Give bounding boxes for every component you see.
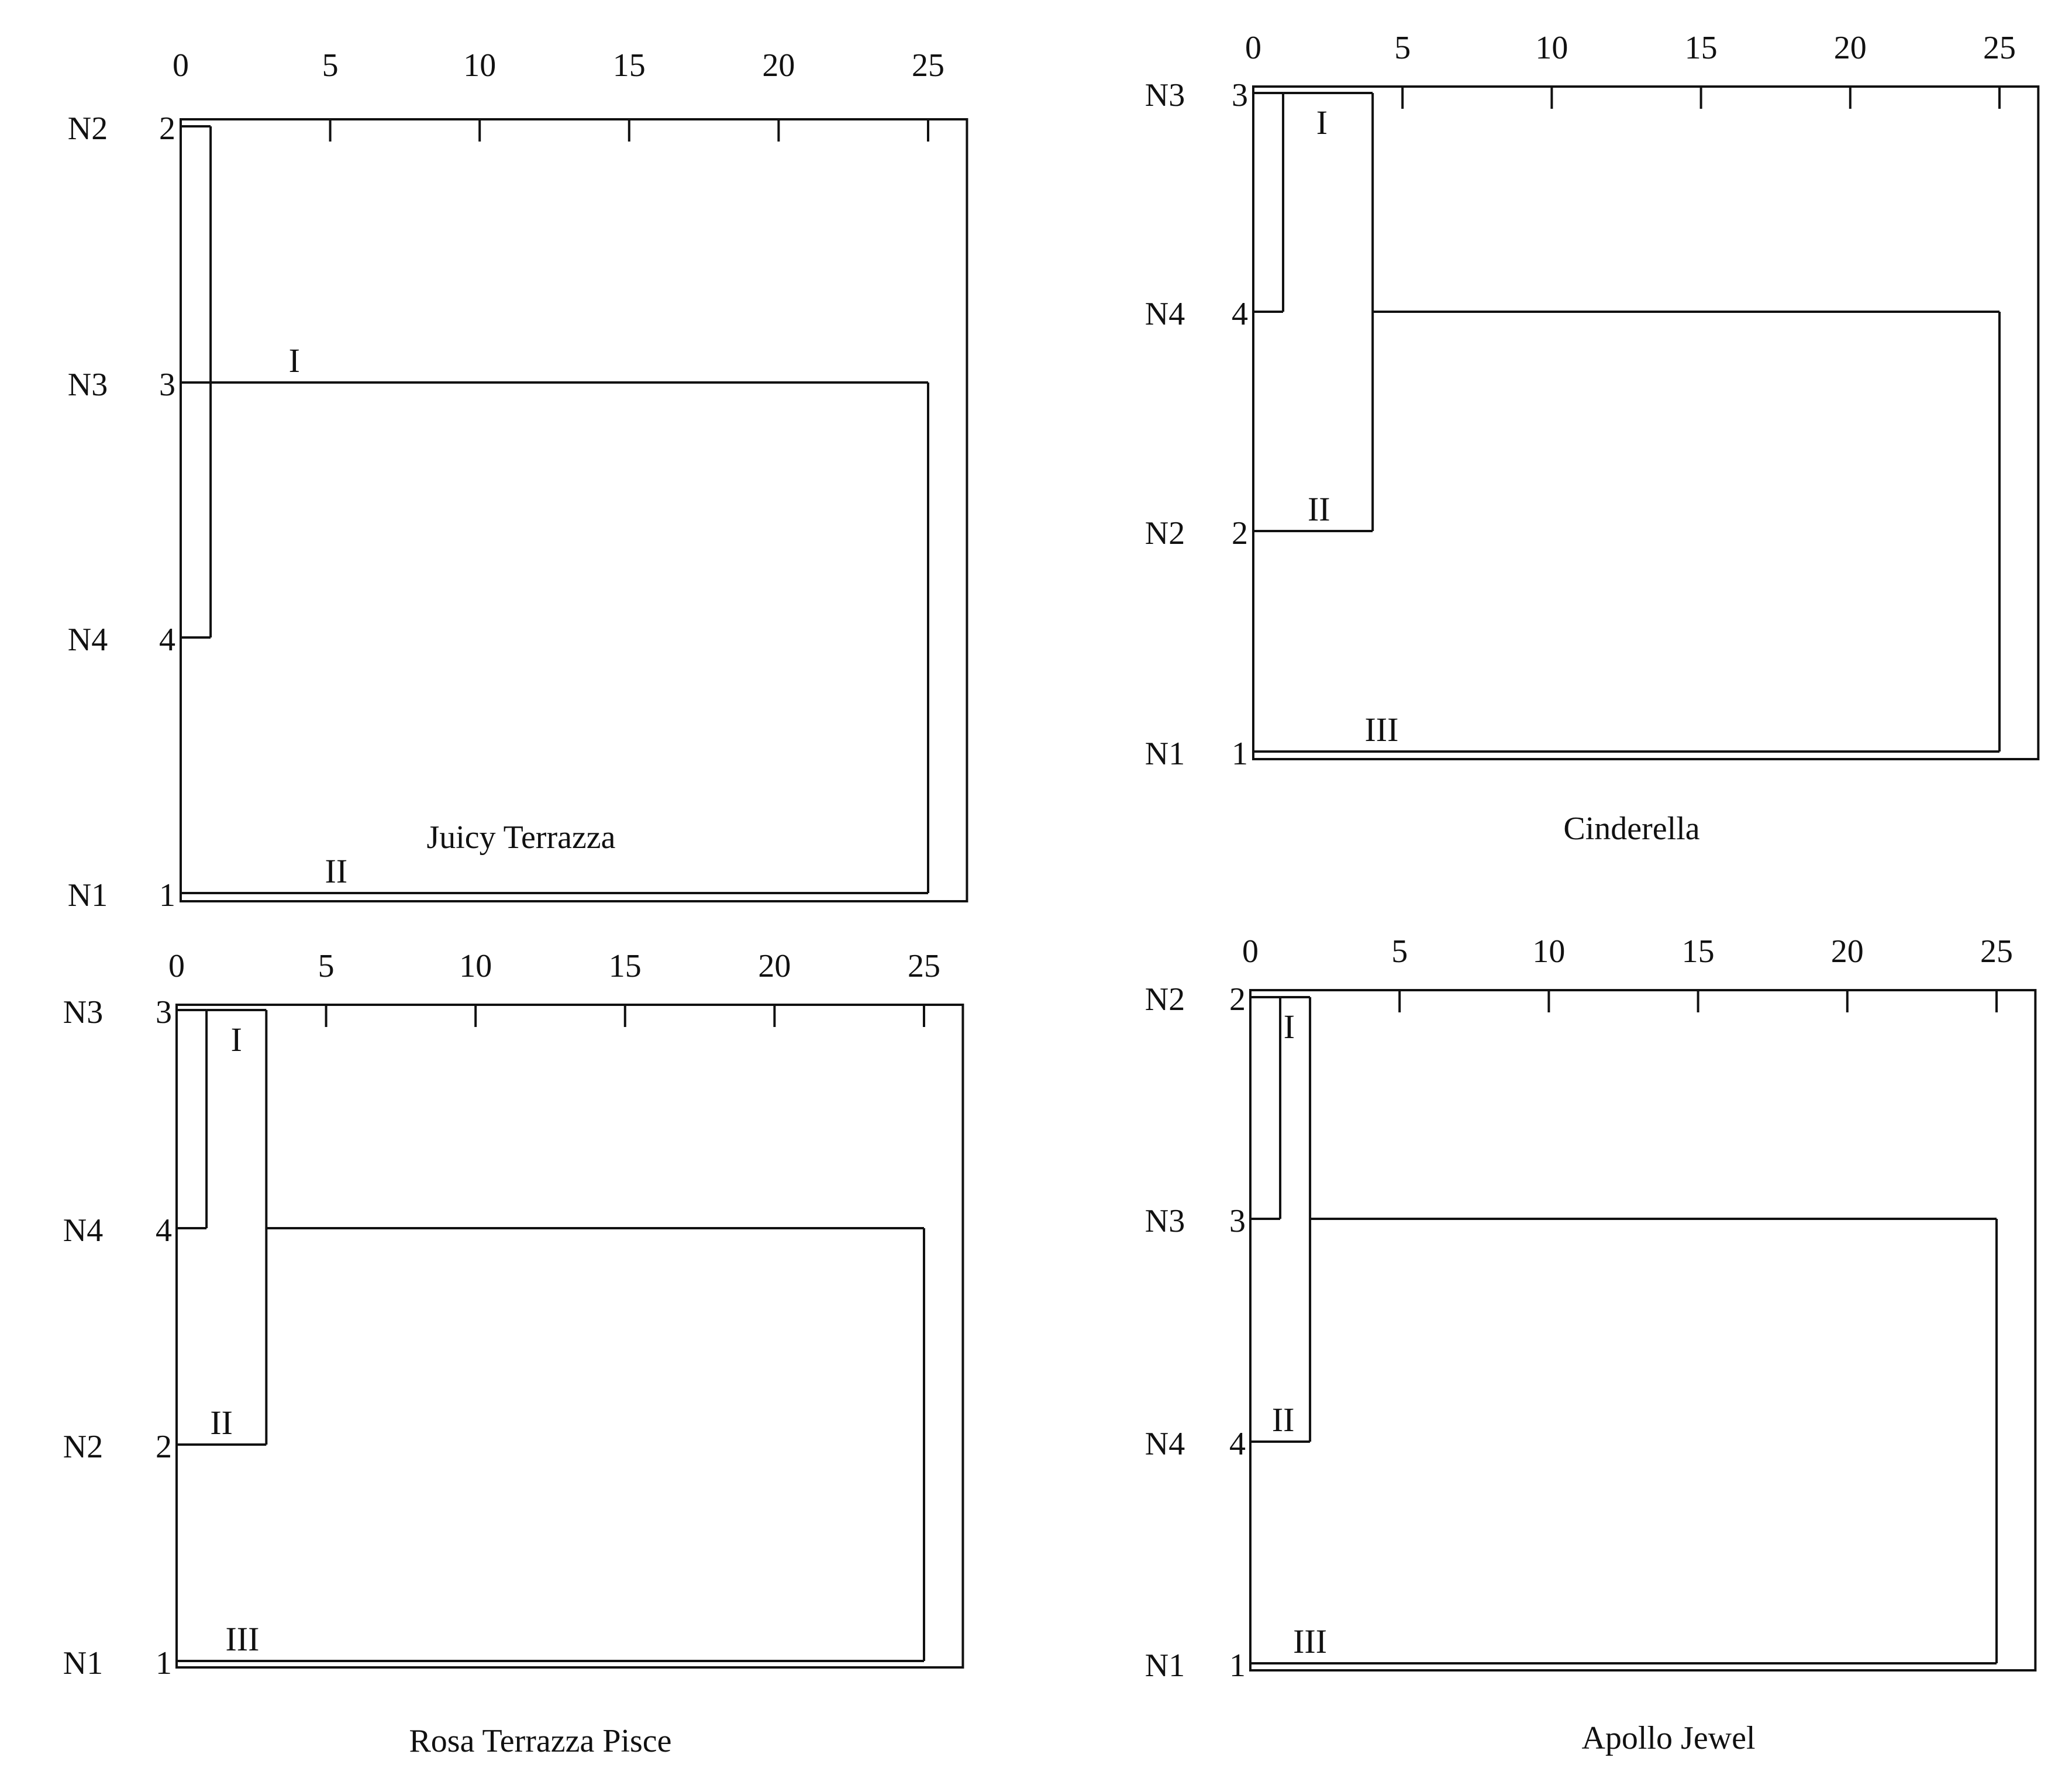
x-tick-label: 20 [762, 47, 795, 84]
leaf-number: 4 [159, 622, 175, 658]
leaf-name: N3 [63, 994, 103, 1031]
x-tick-label: 20 [1834, 30, 1867, 66]
leaf-name: N3 [1145, 1203, 1185, 1239]
x-tick-label: 25 [1983, 30, 2016, 66]
leaf-number: 1 [156, 1645, 172, 1681]
leaf-number: 2 [1229, 981, 1246, 1018]
leaf-number: 3 [159, 367, 175, 403]
panel-title: Apollo Jewel [1581, 1720, 1755, 1756]
x-tick-label: 5 [322, 47, 339, 84]
leaf-name: N1 [63, 1645, 103, 1681]
panel-title: Cinderella [1563, 811, 1699, 847]
leaf-number: 4 [1232, 296, 1248, 332]
plot-frame [1249, 989, 2037, 1671]
x-tick-label: 25 [912, 47, 944, 84]
x-tick-label: 25 [908, 948, 940, 984]
leaf-number: 2 [159, 111, 175, 147]
x-tick-label: 0 [1245, 30, 1261, 66]
cluster-label: III [1364, 711, 1398, 749]
leaf-number: 1 [1232, 736, 1248, 772]
panel-title: Juicy Terrazza [426, 819, 615, 856]
cluster-label: I [1316, 104, 1328, 142]
x-tick-label: 15 [609, 948, 642, 984]
leaf-number: 3 [156, 994, 172, 1031]
cluster-label: I [289, 342, 300, 380]
leaf-name: N2 [1145, 981, 1185, 1018]
x-tick-label: 15 [1682, 933, 1715, 970]
leaf-name: N1 [1145, 1648, 1185, 1684]
plot-frame [1252, 85, 2040, 760]
x-tick-label: 5 [1391, 933, 1408, 970]
leaf-number: 4 [156, 1212, 172, 1249]
x-tick-label: 0 [1242, 933, 1259, 970]
x-tick-label: 20 [758, 948, 791, 984]
plot-frame [175, 1004, 964, 1669]
leaf-name: N1 [1145, 736, 1185, 772]
x-tick-label: 15 [1685, 30, 1718, 66]
x-tick-label: 10 [463, 47, 496, 84]
leaf-name: N2 [63, 1429, 103, 1465]
leaf-name: N3 [68, 367, 108, 403]
leaf-number: 2 [1232, 515, 1248, 552]
x-tick-label: 15 [613, 47, 646, 84]
cluster-label: III [1293, 1622, 1327, 1660]
x-tick-label: 10 [1532, 933, 1565, 970]
cluster-label: II [1308, 490, 1330, 528]
x-tick-label: 0 [173, 47, 189, 84]
x-tick-label: 5 [1394, 30, 1411, 66]
leaf-number: 3 [1229, 1203, 1246, 1239]
cluster-label: II [210, 1404, 233, 1442]
leaf-number: 4 [1229, 1426, 1246, 1462]
leaf-number: 1 [159, 877, 175, 914]
leaf-number: 1 [1229, 1648, 1246, 1684]
x-tick-label: 0 [168, 948, 185, 984]
leaf-name: N4 [1145, 296, 1185, 332]
x-tick-label: 25 [1980, 933, 2013, 970]
leaf-name: N4 [68, 622, 108, 658]
panel-title: Rosa Terrazza Pisce [409, 1723, 671, 1759]
cluster-label: I [1284, 1008, 1295, 1046]
x-tick-label: 10 [459, 948, 492, 984]
x-tick-label: 5 [318, 948, 335, 984]
cluster-label: III [225, 1620, 259, 1658]
leaf-name: N4 [1145, 1426, 1185, 1462]
x-tick-label: 10 [1535, 30, 1568, 66]
x-tick-label: 20 [1831, 933, 1864, 970]
leaf-name: N1 [68, 877, 108, 914]
leaf-name: N3 [1145, 77, 1185, 113]
leaf-name: N2 [68, 111, 108, 147]
cluster-label: II [325, 852, 348, 890]
leaf-name: N2 [1145, 515, 1185, 552]
leaf-number: 3 [1232, 77, 1248, 113]
plot-frame [180, 118, 968, 902]
cluster-label: I [231, 1021, 242, 1059]
cluster-label: II [1272, 1401, 1295, 1439]
leaf-number: 2 [156, 1429, 172, 1465]
leaf-name: N4 [63, 1212, 103, 1249]
